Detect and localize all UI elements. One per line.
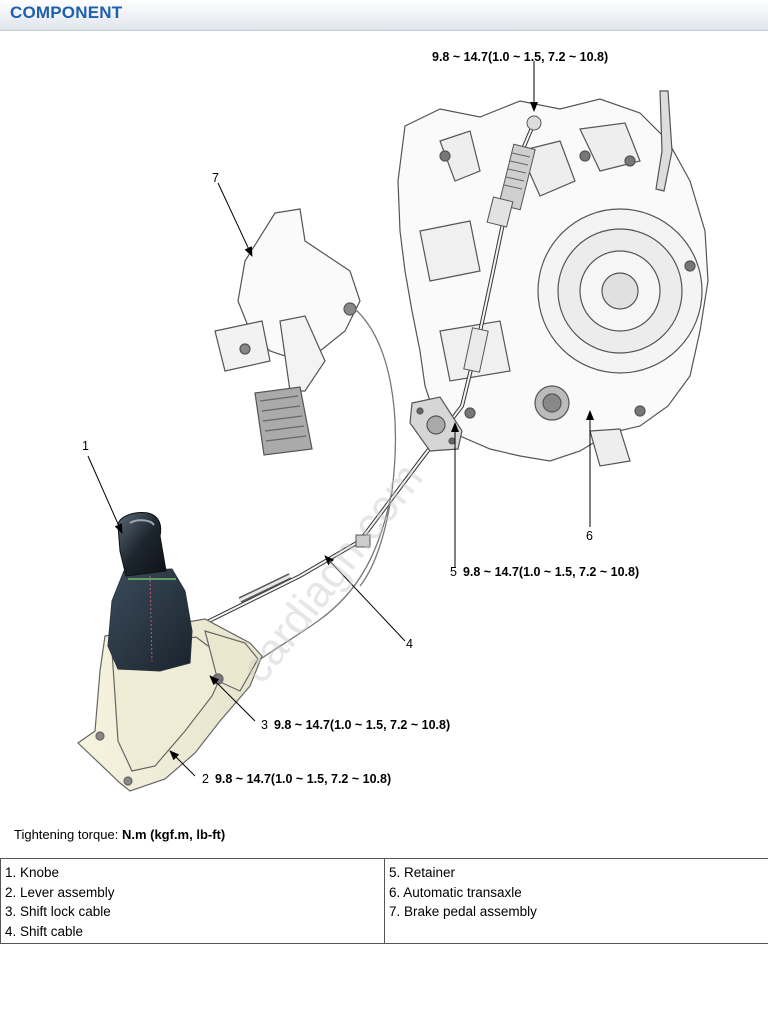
callout-1: 1 (82, 439, 95, 453)
callout-number: 3 (261, 718, 268, 732)
component-diagram: cardiagn.com 9.8 ~ 14.7(1.0 ~ 1.5, 7.2 ~… (0, 31, 768, 811)
callout-2: 2 9.8 ~ 14.7(1.0 ~ 1.5, 7.2 ~ 10.8) (202, 772, 391, 786)
component-illustration: cardiagn.com (77, 61, 709, 792)
callout-7: 7 (212, 171, 225, 185)
shift-boot (107, 568, 193, 672)
legend-item: 6. Automatic transaxle (389, 884, 522, 900)
section-header: COMPONENT (0, 0, 768, 31)
callout-number: 1 (82, 439, 89, 453)
watermark-text: cardiagn.com (231, 454, 432, 692)
legend-item: 4. Shift cable (5, 923, 84, 939)
callout-number: 2 (202, 772, 209, 786)
legend-item: 1. Knobe (5, 865, 60, 880)
callout-torque-text: 9.8 ~ 14.7(1.0 ~ 1.5, 7.2 ~ 10.8) (214, 772, 392, 786)
legend-column-right: 5. Retainer 6. Automatic transaxle 7. Br… (384, 859, 768, 943)
legend-column-left: 1. Knobe 2. Lever assembly 3. Shift lock… (1, 859, 384, 943)
callout-3: 3 9.8 ~ 14.7(1.0 ~ 1.5, 7.2 ~ 10.8) (261, 718, 450, 732)
callout-6: 6 (586, 529, 599, 543)
legend-item: 3. Shift lock cable (5, 904, 111, 919)
shift-lock-cable (244, 490, 393, 672)
brake-pedal-assembly (214, 208, 397, 587)
shift-lock-cable-clip (355, 534, 371, 548)
legend-item: 2. Lever assembly (5, 884, 115, 900)
callout-number: 6 (586, 529, 593, 543)
callout-5: 5 9.8 ~ 14.7(1.0 ~ 1.5, 7.2 ~ 10.8) (450, 565, 639, 579)
callout-top-torque: 9.8 ~ 14.7(1.0 ~ 1.5, 7.2 ~ 10.8) (432, 50, 608, 64)
caption-unit: N.m (kgf.m, lb-ft) (121, 827, 226, 842)
callout-torque-text: 9.8 ~ 14.7(1.0 ~ 1.5, 7.2 ~ 10.8) (273, 718, 451, 732)
callout-number: 5 (450, 565, 457, 579)
section-title: COMPONENT (10, 3, 123, 22)
callout-leaders (87, 61, 594, 777)
torque-caption: Tightening torque: N.m (kgf.m, lb-ft) (14, 827, 225, 842)
callout-torque-text: 9.8 ~ 14.7(1.0 ~ 1.5, 7.2 ~ 10.8) (432, 50, 609, 64)
callout-number: 4 (406, 637, 413, 651)
shift-knob (117, 512, 167, 577)
caption-label: Tightening torque: (14, 827, 122, 842)
callout-4: 4 (406, 637, 419, 651)
legend-item: 7. Brake pedal assembly (389, 904, 537, 919)
callout-torque-text: 9.8 ~ 14.7(1.0 ~ 1.5, 7.2 ~ 10.8) (462, 565, 640, 579)
retainer (409, 396, 463, 452)
parts-legend-table: 1. Knobe 2. Lever assembly 3. Shift lock… (0, 858, 768, 944)
legend-item: 5. Retainer (389, 865, 456, 880)
callout-number: 7 (212, 171, 219, 185)
